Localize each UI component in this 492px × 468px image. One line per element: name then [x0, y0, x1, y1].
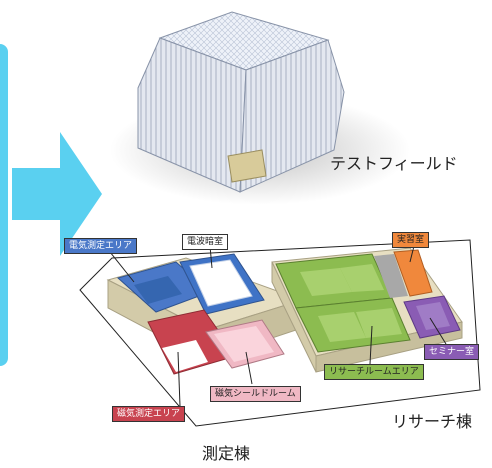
- electric-area-label: 電気測定エリア: [64, 238, 138, 254]
- seminar-room-label: セミナー室: [424, 344, 480, 360]
- flow-arrow: [12, 132, 102, 256]
- research-building-model: [271, 247, 463, 373]
- leader-lines: [109, 245, 447, 407]
- test-field-dome: [110, 11, 410, 205]
- measurement-building-model: [106, 253, 304, 375]
- measurement-building-caption: 測定棟: [202, 444, 251, 463]
- practice-room-label: 実習室: [392, 232, 430, 248]
- test-field-caption: テストフィールド: [330, 154, 458, 173]
- site-outline: [79, 239, 481, 427]
- research-building-caption: リサーチ棟: [392, 412, 473, 431]
- magnetic-area-label: 磁気測定エリア: [112, 406, 186, 422]
- magnetic-shield-room-label: 磁気シールドルーム: [210, 386, 301, 402]
- side-panel: [0, 44, 8, 366]
- anechoic-room-label: 電波暗室: [182, 234, 229, 250]
- research-room-area-label: リサーチルームエリア: [324, 364, 424, 380]
